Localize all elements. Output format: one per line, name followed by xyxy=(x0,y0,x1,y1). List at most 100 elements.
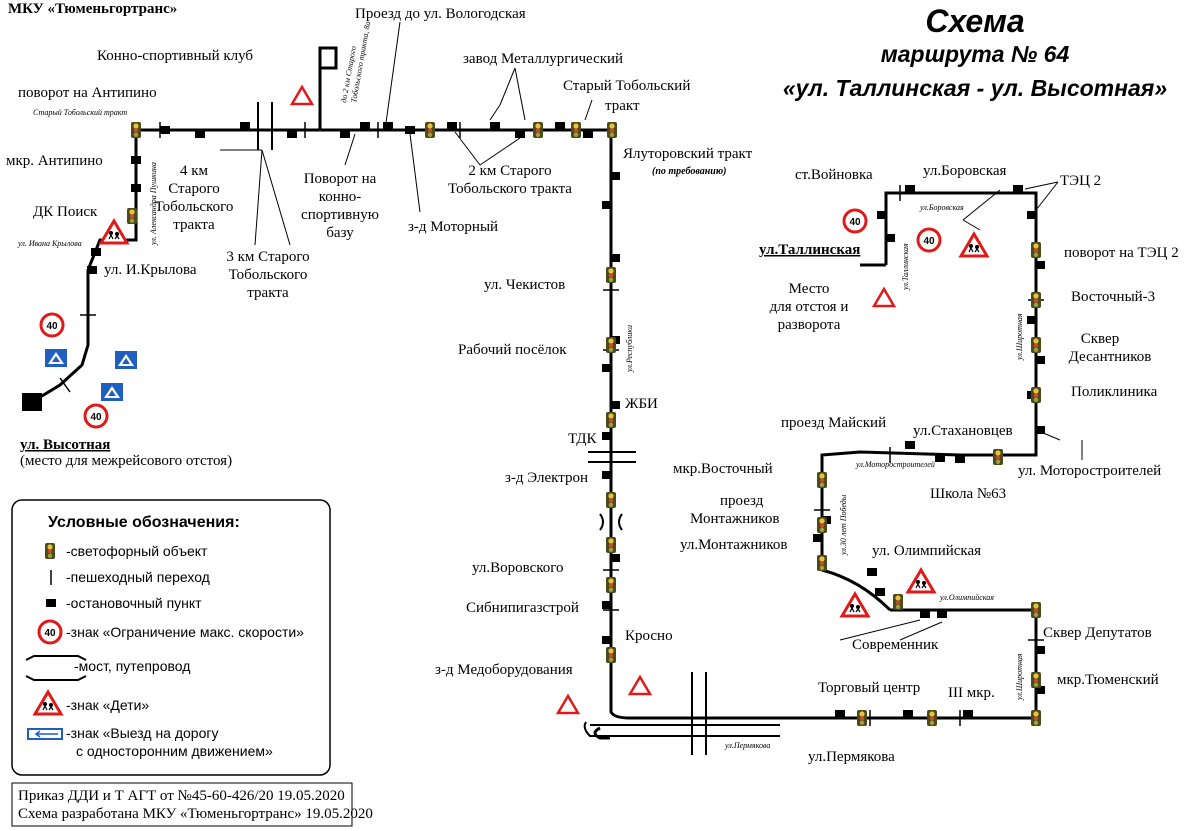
speed-sign-label: 40 xyxy=(90,412,102,423)
label-dk-poisk: ДК Поиск xyxy=(33,204,98,220)
label-yalutorovsky: Ялуторовский тракт xyxy=(623,146,753,162)
road-motorostroiteley: ул.Моторостроителей xyxy=(855,460,935,469)
legend-box xyxy=(11,499,331,776)
label-sovremennik: Современник xyxy=(852,637,939,653)
legend-heading: Условные обозначения: xyxy=(48,514,240,531)
label-st-voynovka: ст.Войновка xyxy=(795,167,873,183)
label-ul-krylova: ул. И.Крылова xyxy=(104,262,197,278)
speed-sign-label: 40 xyxy=(923,236,935,247)
label-ul-stakhanovtsev: ул.Стахановцев xyxy=(913,423,1013,439)
label-ul-motorostroiteley: ул. Моторостроителей xyxy=(1018,463,1161,479)
legend-crossing: -пешеходный переход xyxy=(66,569,210,585)
label-skver-desant-1: Сквер xyxy=(1081,331,1119,347)
terminus-vysotnaya xyxy=(22,393,42,411)
label-mesto-otstoya-3: разворота xyxy=(778,317,841,333)
label-4km-2: Старого xyxy=(168,181,219,197)
label-mesto-otstoya-1: Место xyxy=(789,281,830,297)
label-proezd-montazh-1: проезд xyxy=(720,493,764,509)
label-konno-club: Конно-спортивный клуб xyxy=(97,48,253,64)
road-borovskaya: ул.Боровская xyxy=(919,203,964,212)
road-permyakova: ул.Пермякова xyxy=(724,741,770,750)
road-shirotnaya-2: ул.Широтная xyxy=(1015,313,1024,361)
traffic-light-icon xyxy=(45,543,55,559)
label-ul-montazhnikov: ул.Монтажников xyxy=(680,537,788,553)
label-mesto-otstoya-2: для отстоя и xyxy=(770,299,849,315)
label-zavod-metall: завод Металлургический xyxy=(463,51,623,67)
footer-line2: Схема разработана МКУ «Тюменьгортранс» 1… xyxy=(18,806,373,822)
legend-speed-sign: -знак «Ограничение макс. скорости» xyxy=(66,624,304,640)
label-3km-1: 3 км Старого xyxy=(226,249,309,265)
legend-oneway-2: с односторонним движением» xyxy=(76,743,273,759)
label-stary-tobolsky-2: тракт xyxy=(605,98,640,114)
title-line1: Схема xyxy=(925,3,1024,39)
footer: Приказ ДДИ и Т АГТ от №45-60-426/20 19.0… xyxy=(11,782,373,827)
legend-bridge: -мост, путепровод xyxy=(74,658,190,674)
label-mkr-antipino: мкр. Антипино xyxy=(6,153,103,169)
road-stary-tobolsky: Старый Тобольский тракт xyxy=(33,108,127,117)
label-ul-chekistov: ул. Чекистов xyxy=(484,277,565,293)
label-sibnipi: Сибнипигазстрой xyxy=(466,600,579,616)
legend-children: -знак «Дети» xyxy=(66,697,149,713)
label-4km-4: тракта xyxy=(173,217,215,233)
label-po-trebovaniyu: (по требованию) xyxy=(652,166,726,177)
pedestrian-crossings xyxy=(59,122,1044,726)
legend-traffic-light: -светофорный объект xyxy=(66,543,208,559)
label-3km-3: тракта xyxy=(247,285,289,301)
label-ul-tallinskaya: ул.Таллинская xyxy=(759,242,860,258)
label-iii-mkr: III мкр. xyxy=(948,685,995,701)
label-povorot-tec2: поворот на ТЭЦ 2 xyxy=(1064,245,1179,261)
label-mezhreys: (место для межрейсового отстоя) xyxy=(20,453,232,469)
legend: Условные обозначения: -светофорный объек… xyxy=(11,499,331,776)
label-skver-deputatov: Сквер Депутатов xyxy=(1043,625,1152,641)
label-skver-desant-2: Десантников xyxy=(1069,349,1152,365)
footer-line1: Приказ ДДИ и Т АГТ от №45-60-426/20 19.0… xyxy=(18,788,345,804)
label-zd-elektron: з-д Электрон xyxy=(505,470,588,486)
label-ul-borovskaya: ул.Боровская xyxy=(923,163,1007,179)
map-labels: Конно-спортивный клуб Проезд до ул. Воло… xyxy=(6,6,1179,765)
label-tec2: ТЭЦ 2 xyxy=(1060,173,1101,189)
label-krosno: Кросно xyxy=(625,628,673,644)
bridge-icon xyxy=(25,655,87,661)
title-line2: маршрута № 64 xyxy=(881,41,1070,67)
label-mkr-vostochny: мкр.Восточный xyxy=(673,461,773,477)
org-name: МКУ «Тюменьгортранс» xyxy=(8,1,177,17)
label-shkola63: Школа №63 xyxy=(930,486,1006,502)
label-ul-vysotnaya: ул. Высотная xyxy=(20,437,110,453)
label-4km-3: Тобольского xyxy=(155,199,234,215)
label-rabochy-posyolok: Рабочий посёлок xyxy=(458,342,567,358)
speed-sign-label: 40 xyxy=(849,217,861,228)
label-tdk: ТДК xyxy=(568,431,597,447)
label-povorot-antipino: поворот на Антипино xyxy=(18,85,157,101)
speed-sign-label: 40 xyxy=(44,628,56,639)
title-line3: «ул. Таллинская - ул. Высотная» xyxy=(783,75,1168,101)
label-vostochny3: Восточный-3 xyxy=(1071,289,1155,305)
label-povorot-konno-4: базу xyxy=(326,225,354,241)
label-proezd-maysky: проезд Майский xyxy=(781,415,886,431)
legend-oneway-1: -знак «Выезд на дорогу xyxy=(66,725,219,741)
label-ul-vorovskogo: ул.Воровского xyxy=(472,560,564,576)
label-zd-motorny: з-д Моторный xyxy=(408,219,498,235)
road-krylova: ул. Ивана Крылова xyxy=(17,239,82,248)
label-ul-permyakova: ул.Пермякова xyxy=(808,749,895,765)
stop-icon xyxy=(46,599,56,607)
label-2km-1: 2 км Старого xyxy=(468,163,551,179)
speed-sign-label: 40 xyxy=(46,321,58,332)
label-4km-1: 4 км xyxy=(180,163,209,179)
label-poliklinika: Поликлиника xyxy=(1071,384,1158,400)
legend-stop: -остановочный пункт xyxy=(66,595,202,611)
label-ul-olimpiyskaya: ул. Олимпийская xyxy=(872,543,981,559)
road-tallinskaya: ул.Таллинская xyxy=(901,243,910,291)
pedestrian-signs xyxy=(45,349,137,401)
road-olimpiyskaya: ул.Олимпийская xyxy=(939,593,994,602)
label-povorot-konno-3: спортивную xyxy=(301,207,379,223)
label-zd-medoborud: з-д Медоборудования xyxy=(435,662,573,678)
label-povorot-konno-1: Поворот на xyxy=(304,171,377,187)
road-respubliki: ул.Республики xyxy=(625,325,634,373)
label-2km-2: Тобольского тракта xyxy=(448,181,572,197)
label-stary-tobolsky-1: Старый Тобольский xyxy=(563,78,690,94)
label-3km-2: Тобольского xyxy=(229,267,308,283)
label-mkr-tyumensky: мкр.Тюменский xyxy=(1057,672,1159,688)
road-pushkina: ул. Александра Пушкина xyxy=(149,162,158,246)
